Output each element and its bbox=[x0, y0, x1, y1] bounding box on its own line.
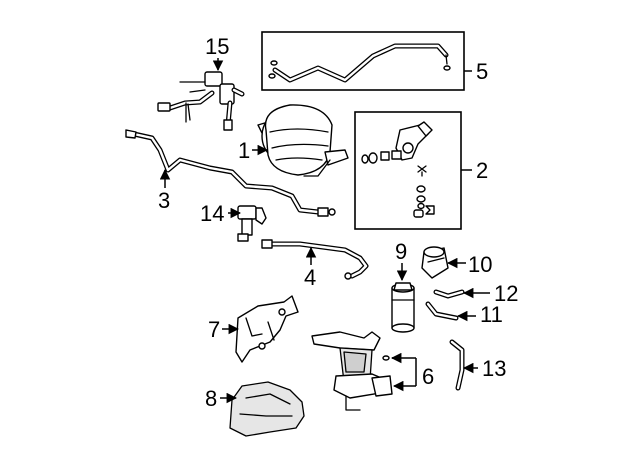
callout-13: 13 bbox=[482, 356, 506, 381]
part-14-valve[interactable] bbox=[237, 205, 267, 242]
callout-7: 7 bbox=[208, 317, 220, 342]
callout-9: 9 bbox=[395, 239, 407, 264]
part-12-hose[interactable] bbox=[433, 289, 465, 299]
part-5-frame bbox=[261, 31, 465, 91]
part-1-brake-booster[interactable] bbox=[257, 104, 349, 177]
part-2-kit[interactable] bbox=[354, 111, 462, 230]
callout-5: 5 bbox=[476, 59, 488, 84]
part-7-bracket[interactable] bbox=[235, 295, 299, 363]
part-8-shield[interactable] bbox=[229, 381, 305, 437]
callout-3: 3 bbox=[158, 188, 170, 213]
part-15-sensor[interactable] bbox=[157, 71, 245, 131]
part-4-brake-line[interactable] bbox=[261, 239, 369, 280]
callout-10: 10 bbox=[468, 252, 492, 277]
leader-6 bbox=[392, 357, 417, 387]
callout-2: 2 bbox=[476, 158, 488, 183]
callout-8: 8 bbox=[205, 386, 217, 411]
callout-4: 4 bbox=[304, 265, 316, 290]
part-3-brake-line[interactable] bbox=[125, 129, 336, 217]
callout-6: 6 bbox=[422, 364, 434, 389]
part-5-brake-line[interactable] bbox=[261, 31, 465, 91]
part-10-reservoir[interactable] bbox=[421, 246, 449, 279]
callout-1: 1 bbox=[238, 138, 250, 163]
part-9-canister[interactable] bbox=[391, 282, 415, 333]
part-11-hose[interactable] bbox=[425, 301, 459, 321]
callout-11: 11 bbox=[480, 302, 503, 327]
part-6-pump-assembly[interactable] bbox=[311, 331, 393, 411]
callout-15: 15 bbox=[205, 34, 229, 59]
callout-12: 12 bbox=[494, 281, 518, 306]
part-13-hose[interactable] bbox=[449, 339, 465, 391]
callout-14: 14 bbox=[200, 201, 224, 226]
